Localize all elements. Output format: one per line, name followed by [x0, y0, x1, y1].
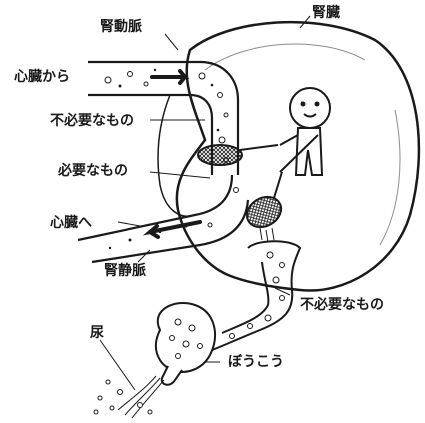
sieve-lower	[245, 195, 283, 229]
label-needed: 必要なもの	[58, 163, 128, 179]
renal-vein	[77, 174, 250, 264]
urine-stream	[117, 375, 165, 419]
bladder	[154, 302, 216, 373]
label-unneeded-top: 不必要なもの	[50, 113, 134, 129]
label-to-heart: 心臓へ	[50, 215, 92, 231]
label-renal-artery: 腎動脈	[100, 19, 142, 35]
sieve-upper	[197, 144, 243, 166]
flow-arrow-in	[150, 69, 190, 85]
label-kidney: 腎臓	[312, 5, 340, 21]
helper-character	[279, 87, 331, 176]
flow-arrow-out	[142, 220, 202, 239]
ureter	[211, 240, 302, 351]
label-unneeded-bottom: 不必要なもの	[300, 297, 384, 313]
label-from-heart: 心臓から	[14, 69, 70, 85]
label-urine: 尿	[90, 325, 104, 341]
renal-artery	[88, 60, 240, 175]
label-renal-vein: 腎静脈	[104, 263, 146, 279]
label-bladder: ぼうこう	[228, 354, 284, 370]
